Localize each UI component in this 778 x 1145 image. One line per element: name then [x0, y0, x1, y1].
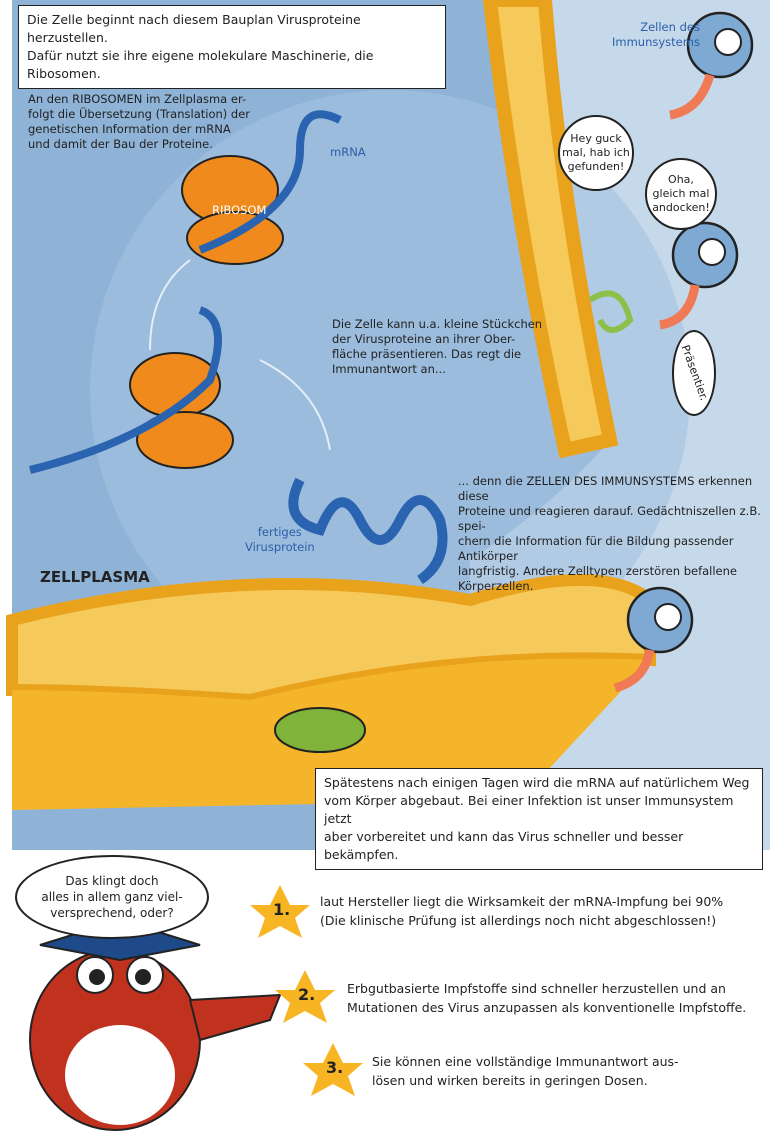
presented-peptide: [588, 290, 634, 333]
mrna-strand-top: [198, 110, 342, 254]
point-2-number: 2.: [298, 985, 316, 1004]
speech-bubble-found: Hey guck mal, hab ich gefunden!: [558, 115, 634, 191]
point-1-number: 1.: [273, 900, 291, 919]
owl-speech-bubble: Das klingt doch alles in allem ganz viel…: [15, 855, 209, 939]
mrna-label: mRNA: [330, 145, 366, 159]
speech-bubble-dock: Oha, gleich mal andocken!: [645, 158, 717, 230]
owl: [29, 918, 282, 1131]
ribosome-label: RIBOSOM: [212, 203, 267, 217]
ribosome-bottom: [129, 352, 234, 469]
green-organelle: [274, 707, 366, 753]
point-3-number: 3.: [326, 1058, 344, 1077]
present-text: Präsentier.: [678, 343, 711, 403]
immune-response-description: ... denn die ZELLEN DES IMMUNSYSTEMS erk…: [458, 474, 761, 593]
immune-cells-label: Zellen des Immunsystems: [612, 20, 700, 49]
arrow-2: [259, 359, 331, 451]
speech-bubble-present: Präsentier.: [672, 330, 716, 416]
ribosome-description: An den RIBOSOMEN im Zellplasma er- folgt…: [28, 92, 251, 151]
star-badges: [250, 885, 363, 1096]
zellplasma-label: ZELLPLASMA: [40, 568, 150, 586]
presentation-description: Die Zelle kann u.a. kleine Stückchen der…: [332, 317, 543, 376]
mrna-strand-bottom: [29, 306, 222, 474]
degradation-textbox: Spätestens nach einigen Tagen wird die m…: [315, 768, 763, 870]
immune-cell-middle: [658, 221, 739, 330]
immune-cell-top: [669, 11, 754, 120]
arrow-1: [149, 259, 191, 351]
virusprotein-shape: [288, 477, 448, 585]
virusprotein-label: fertiges Virusprotein: [245, 525, 315, 554]
point-3-text: Sie können eine vollständige Immunantwor…: [372, 1054, 679, 1088]
immune-cell-bottom: [613, 586, 694, 693]
point-2-text: Erbgutbasierte Impfstoffe sind schneller…: [347, 981, 747, 1015]
membrane-vertical: [482, 0, 619, 459]
intro-textbox: Die Zelle beginnt nach diesem Bauplan Vi…: [18, 5, 446, 89]
point-1-text: laut Hersteller liegt die Wirksamkeit de…: [320, 894, 724, 928]
